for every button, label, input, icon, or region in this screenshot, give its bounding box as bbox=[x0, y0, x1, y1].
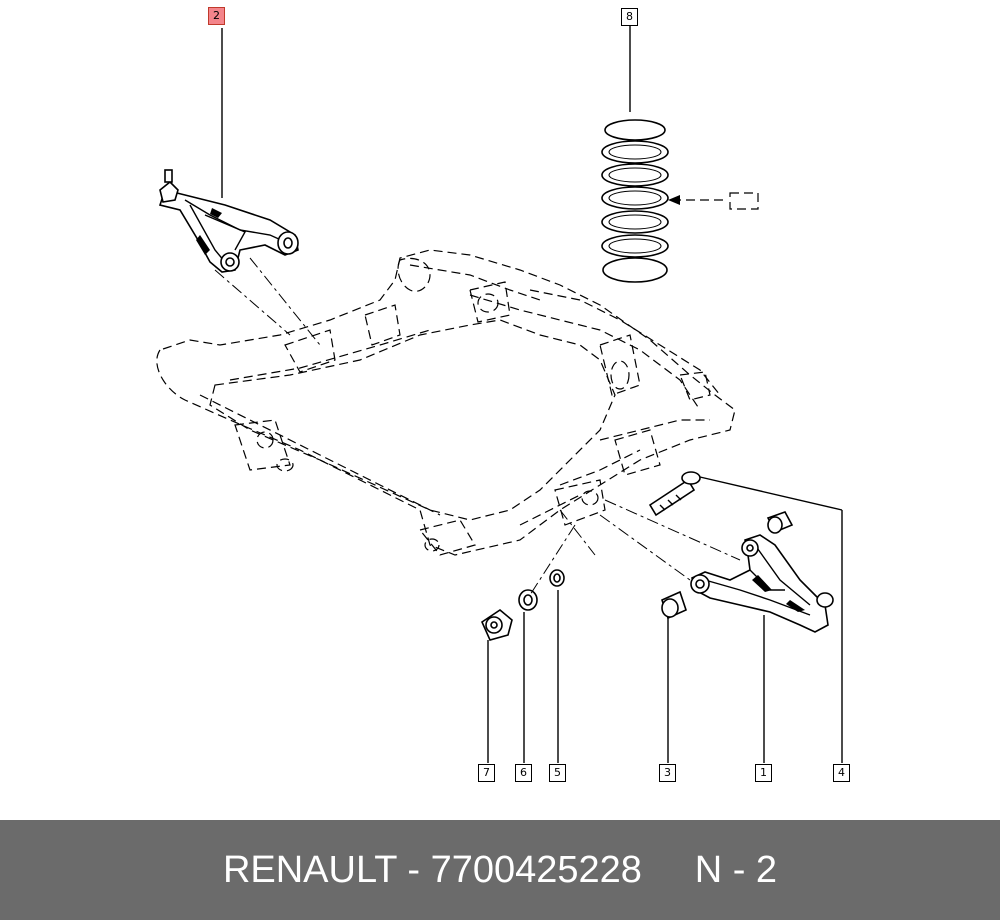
part-label-1[interactable]: 1 bbox=[755, 764, 772, 782]
subframe bbox=[156, 249, 736, 556]
bushing-3 bbox=[661, 590, 687, 620]
part-label-2[interactable]: 2 bbox=[208, 7, 225, 25]
part-label-7[interactable]: 7 bbox=[478, 764, 495, 782]
part-label-3[interactable]: 3 bbox=[659, 764, 676, 782]
upper-control-arm bbox=[158, 169, 299, 273]
lower-control-arm bbox=[690, 534, 834, 633]
part-number-caption: RENAULT - 7700425228 N - 2 bbox=[222, 849, 778, 891]
part-label-8[interactable]: 8 bbox=[621, 8, 638, 26]
part-label-5[interactable]: 5 bbox=[549, 764, 566, 782]
leader-lines bbox=[221, 25, 843, 763]
lower-arm-bushing bbox=[766, 511, 794, 534]
suspension-exploded-diagram bbox=[156, 25, 843, 763]
part-label-6[interactable]: 6 bbox=[515, 764, 532, 782]
bolt bbox=[648, 471, 701, 517]
coil-spring bbox=[601, 119, 669, 283]
bushing-6 bbox=[518, 589, 538, 611]
bushing-7 bbox=[480, 609, 513, 641]
washer-5 bbox=[549, 569, 565, 587]
part-label-4[interactable]: 4 bbox=[833, 764, 850, 782]
footer-bar: RENAULT - 7700425228 N - 2 bbox=[0, 820, 1000, 920]
